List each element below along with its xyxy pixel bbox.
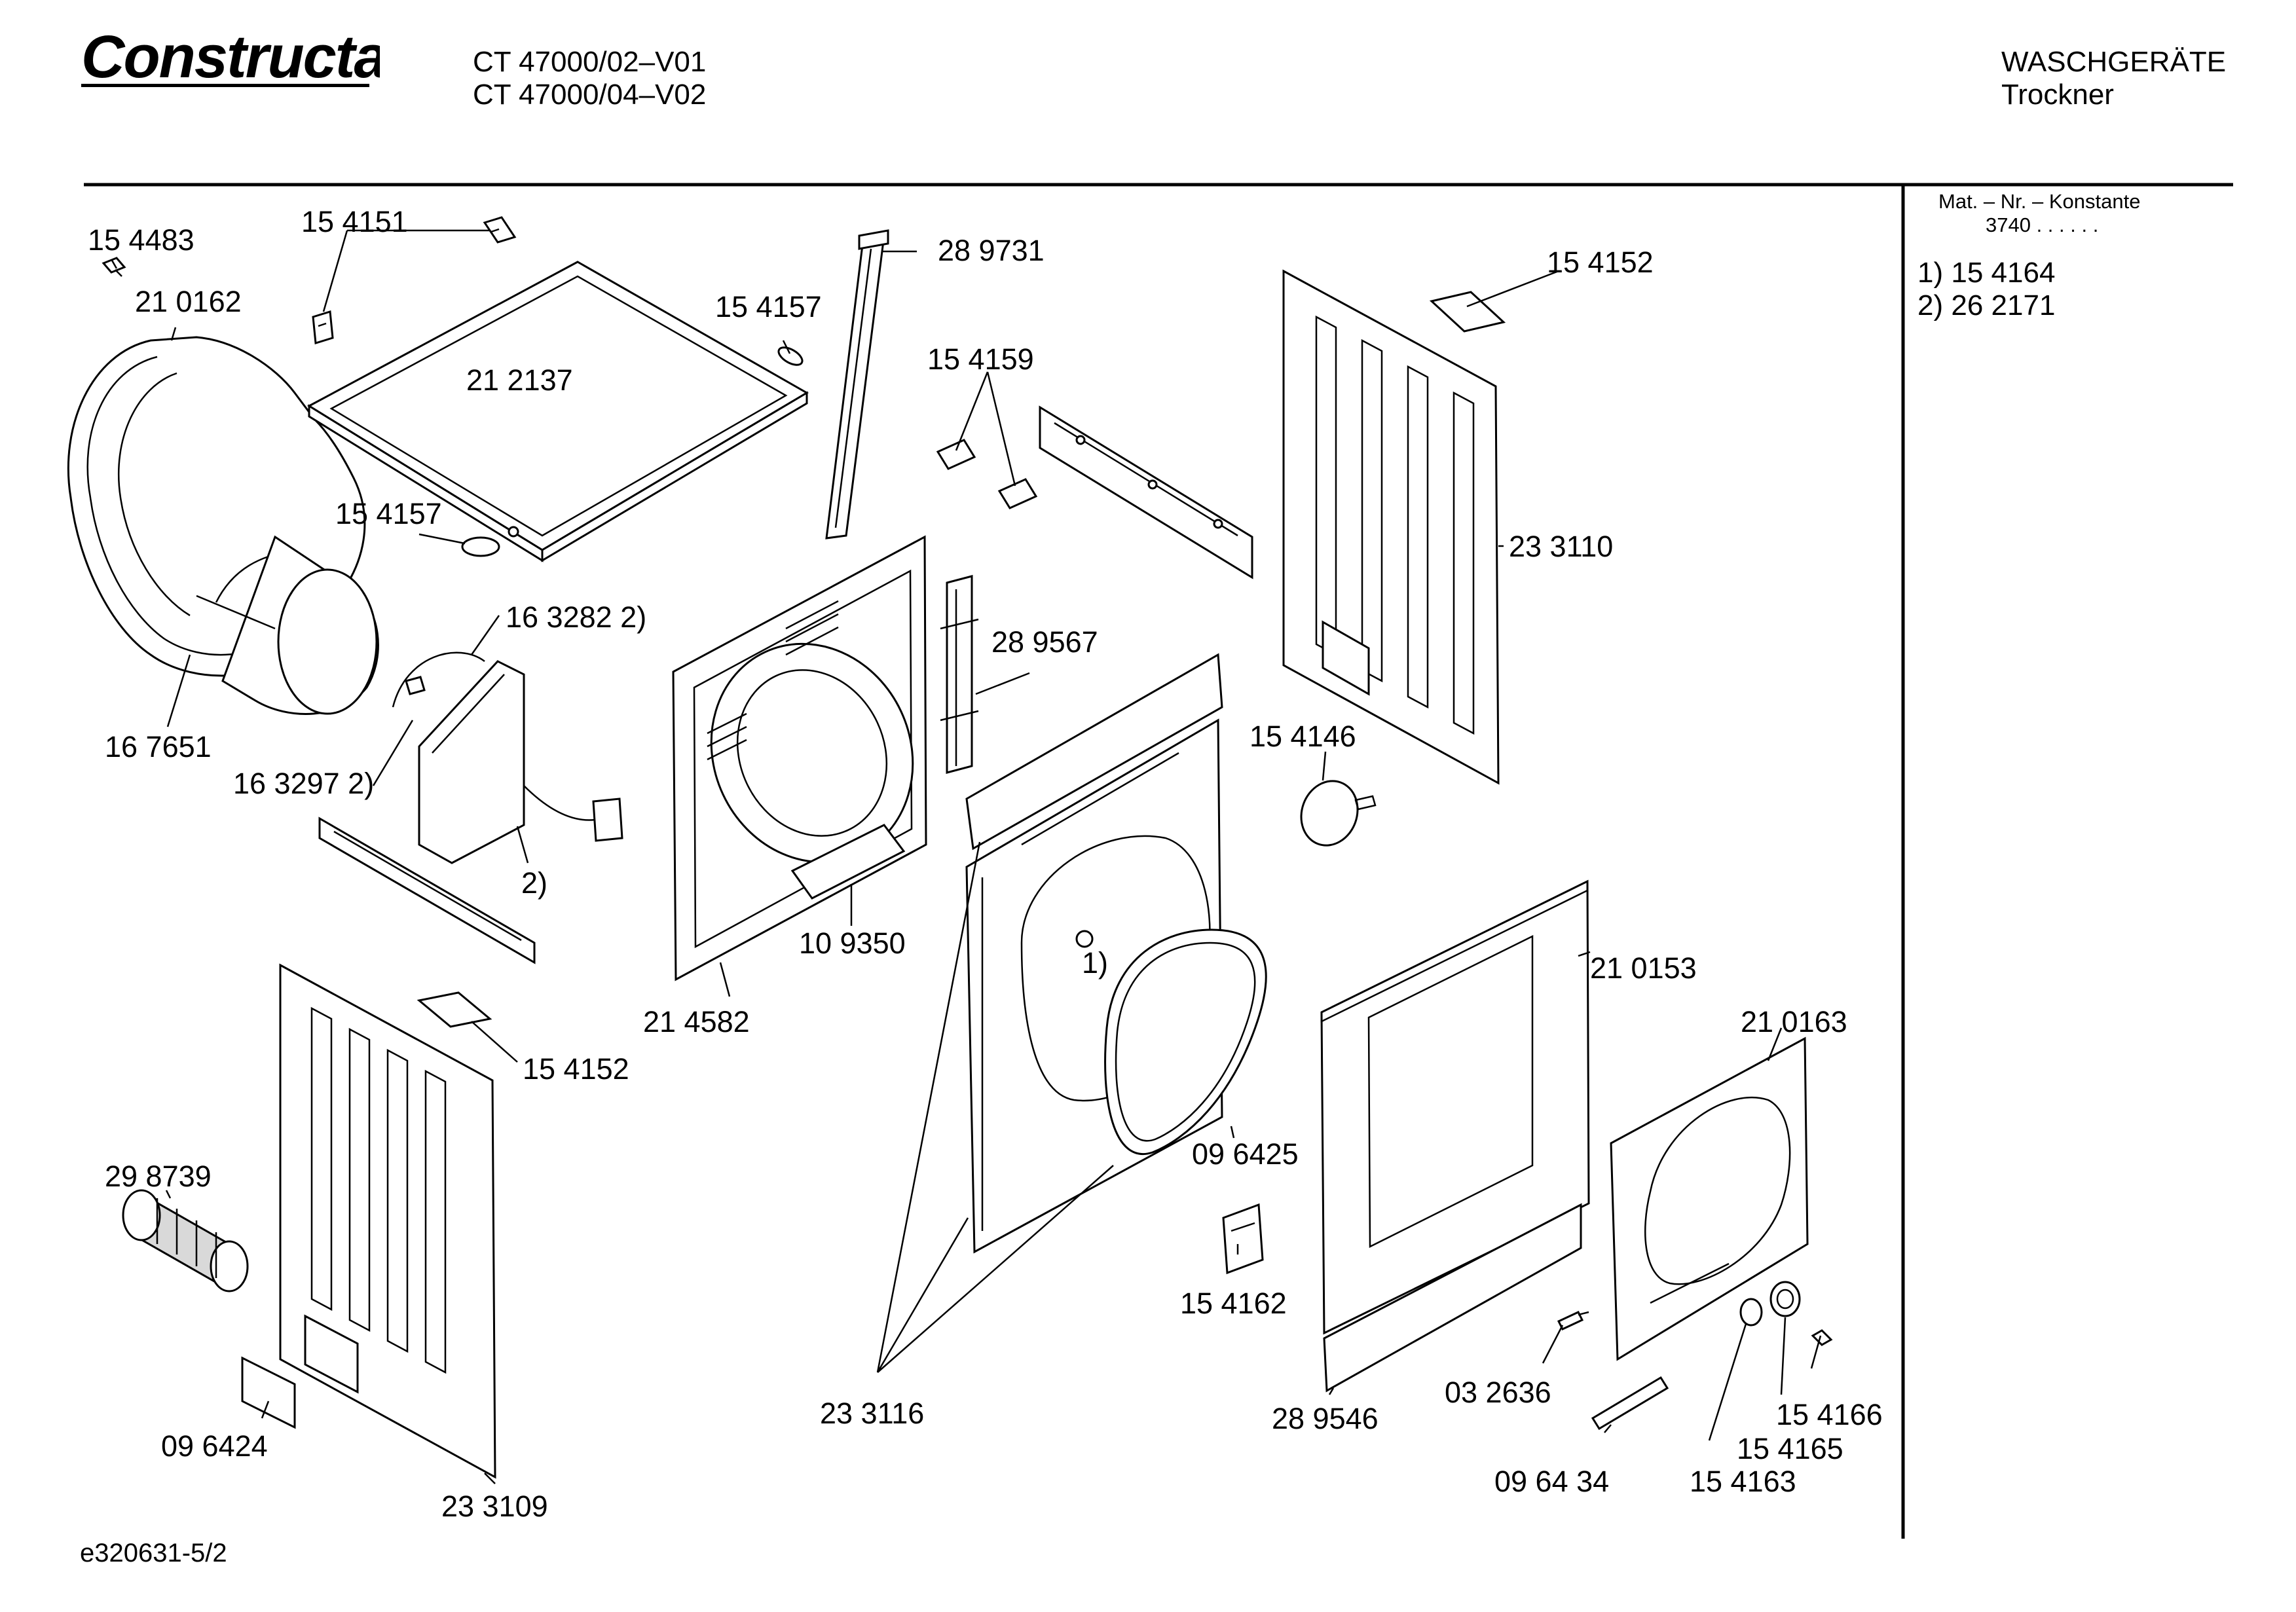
note-2-key: 2) xyxy=(1917,289,1944,321)
part-cap-154146 xyxy=(1300,780,1377,847)
part-switch-154162 xyxy=(1222,1203,1264,1275)
label-154146: 15 4146 xyxy=(1250,720,1356,753)
part-bracket-plate xyxy=(1039,405,1253,579)
part-hose-298739 xyxy=(122,1189,249,1292)
part-rear-wall-214582 xyxy=(672,535,927,981)
label-2-note: 2) xyxy=(521,866,547,900)
label-233116: 23 3116 xyxy=(820,1397,924,1430)
label-210153: 21 0153 xyxy=(1590,951,1697,985)
label-1-note: 1) xyxy=(1082,946,1108,980)
part-bracket-154151 xyxy=(312,216,517,344)
label-154157-a: 15 4157 xyxy=(715,290,822,323)
part-post-289567 xyxy=(940,575,979,774)
label-298739: 29 8739 xyxy=(105,1160,212,1193)
label-233110: 23 3110 xyxy=(1509,530,1613,563)
mat-nr-label: Mat. – Nr. – Konstante xyxy=(1938,190,2141,213)
label-233109: 23 3109 xyxy=(441,1490,548,1523)
model-line-2: CT 47000/04–V02 xyxy=(473,79,707,111)
part-duct-109350 xyxy=(790,824,906,900)
label-032636: 03 2636 xyxy=(1445,1376,1551,1409)
part-door-210163 xyxy=(1610,1036,1809,1361)
label-210163: 21 0163 xyxy=(1741,1005,1847,1038)
part-door-frame-210153 xyxy=(1320,879,1590,1335)
part-cover-plate-096424 xyxy=(241,1356,296,1429)
part-screw-154483 xyxy=(102,257,126,277)
label-096424: 09 6424 xyxy=(161,1429,268,1463)
constructa-logo-graphic: Constructa xyxy=(81,24,388,90)
subcategory-title: Trockner xyxy=(2001,79,2114,111)
label-163282: 16 3282 2) xyxy=(506,600,646,634)
doc-id: e320631-5/2 xyxy=(80,1539,227,1567)
label-167651: 16 7651 xyxy=(105,730,212,763)
part-gasket-096425 xyxy=(1104,928,1267,1155)
part-top-cover-212137 xyxy=(306,261,809,562)
label-154151: 15 4151 xyxy=(301,205,408,238)
label-289731: 28 9731 xyxy=(938,234,1045,267)
note-2: 2) 26 2171 xyxy=(1917,289,2055,323)
label-154483: 15 4483 xyxy=(88,223,194,257)
label-154152-b: 15 4152 xyxy=(523,1052,629,1086)
label-154163: 15 4163 xyxy=(1690,1465,1796,1498)
leader-lines xyxy=(110,229,1822,1484)
label-154166: 15 4166 xyxy=(1776,1398,1883,1431)
part-plug-154157 xyxy=(461,346,804,557)
label-154165: 15 4165 xyxy=(1737,1432,1843,1465)
label-109350: 10 9350 xyxy=(799,926,906,960)
brand-logo: Constructa xyxy=(79,24,388,94)
note-2-value: 26 2171 xyxy=(1951,289,2056,321)
note-1: 1) 15 4164 xyxy=(1917,257,2055,290)
part-knobs-154163 xyxy=(1739,1281,1833,1346)
note-1-value: 15 4164 xyxy=(1951,257,2056,289)
label-212137: 21 2137 xyxy=(466,363,573,397)
part-side-panel-233110 xyxy=(1282,269,1500,785)
part-heater-module-163282 xyxy=(392,651,623,864)
part-clip-154159 xyxy=(936,439,1038,509)
label-096434: 09 64 34 xyxy=(1494,1465,1609,1498)
part-screw-032636 xyxy=(1557,1311,1589,1330)
part-handle-154152-top xyxy=(1429,291,1506,333)
part-rail xyxy=(318,816,536,964)
mat-nr-value: 3740 . . . . . . xyxy=(1986,213,2099,236)
part-strip-289546 xyxy=(1323,1203,1582,1393)
label-289546: 28 9546 xyxy=(1272,1402,1379,1435)
part-strut-289731 xyxy=(825,229,889,540)
label-154159: 15 4159 xyxy=(927,342,1034,376)
note-1-key: 1) xyxy=(1917,257,1944,289)
part-labels: 15 4483 15 4151 21 0162 21 2137 15 4157 … xyxy=(88,205,1883,1523)
part-side-panel-233109 xyxy=(279,963,496,1479)
label-154152-a: 15 4152 xyxy=(1547,246,1654,279)
part-handle-154152-left xyxy=(417,991,492,1028)
label-210162: 21 0162 xyxy=(135,285,242,318)
label-214582: 21 4582 xyxy=(643,1005,750,1038)
part-drum-rear-210162 xyxy=(67,336,379,715)
brand-wordmark: Constructa xyxy=(81,25,380,90)
label-154162: 15 4162 xyxy=(1180,1287,1287,1320)
label-096425: 09 6425 xyxy=(1192,1137,1299,1171)
part-seal-096434 xyxy=(1591,1376,1669,1431)
category-title: WASCHGERÄTE xyxy=(2001,46,2227,78)
label-163297: 16 3297 2) xyxy=(233,767,374,800)
label-289567: 28 9567 xyxy=(991,625,1098,659)
label-154157-b: 15 4157 xyxy=(335,497,442,530)
model-line-1: CT 47000/02–V01 xyxy=(473,46,707,78)
